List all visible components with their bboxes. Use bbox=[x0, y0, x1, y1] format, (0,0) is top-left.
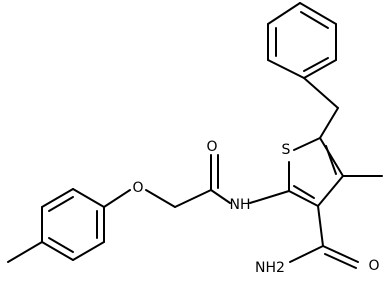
nh-carbonyl-bond bbox=[210, 189, 231, 204]
amide-nh-label: NH bbox=[230, 197, 251, 213]
carbonyl-ch2-bond bbox=[174, 189, 212, 208]
benzyl-ch2-bond bbox=[303, 77, 339, 139]
tolyl-ring bbox=[41, 188, 105, 261]
ether-oxygen-label: O bbox=[132, 180, 143, 196]
ch2-ether-bond bbox=[145, 189, 176, 208]
carboxamide-bonds bbox=[289, 205, 359, 269]
benzyl-phenyl-ring bbox=[267, 2, 337, 79]
thiophene-ring bbox=[288, 137, 344, 207]
thiophene-nh-bond bbox=[249, 190, 290, 204]
carboxamide-oxygen-label: O bbox=[368, 258, 379, 274]
sulfur-label: S bbox=[282, 142, 291, 158]
carboxamide-nh2-label: NH2 bbox=[255, 260, 285, 276]
tolyl-methyl-bond bbox=[7, 241, 43, 263]
amide-oxygen-label: O bbox=[206, 139, 217, 155]
amide-carbonyl-bonds bbox=[210, 154, 219, 191]
ether-aryl-bond bbox=[103, 189, 131, 208]
